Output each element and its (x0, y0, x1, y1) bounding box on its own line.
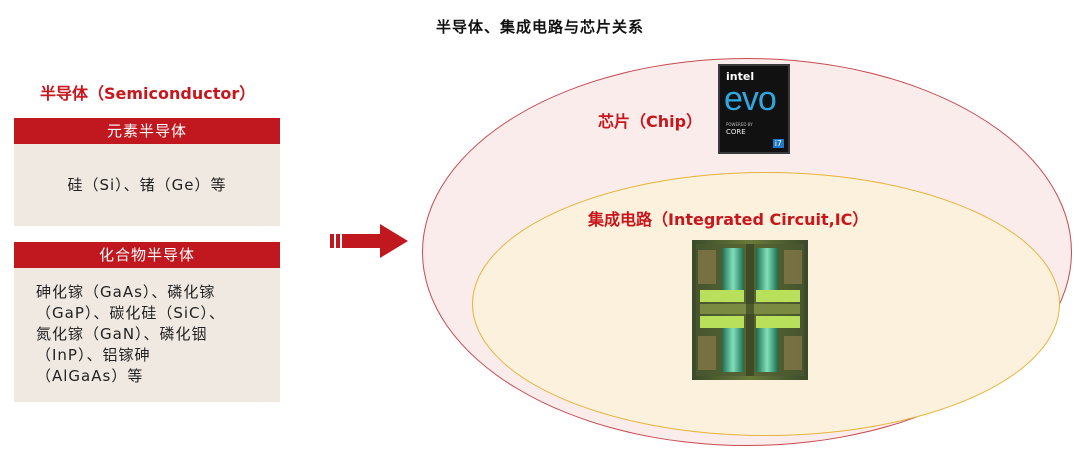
semiconductor-heading: 半导体（Semiconductor） (40, 84, 256, 103)
badge-powered: POWERED BY (726, 122, 753, 127)
badge-product: evo (724, 80, 777, 118)
compound-semiconductor-header: 化合物半导体 (14, 242, 280, 268)
intel-evo-badge: intel evo POWERED BY CORE i7 (718, 64, 790, 154)
chip-label: 芯片（Chip） (598, 112, 703, 131)
right-arrow-icon (330, 224, 408, 258)
elemental-semiconductor-panel: 元素半导体 硅（Si）、锗（Ge）等 (14, 118, 280, 226)
elemental-semiconductor-header: 元素半导体 (14, 118, 280, 144)
badge-brand: intel (726, 70, 755, 83)
elemental-semiconductor-body: 硅（Si）、锗（Ge）等 (67, 176, 227, 194)
compound-semiconductor-body: 砷化镓（GaAs）、磷化镓 （GaP）、碳化硅（SiC）、 氮化镓（GaN）、磷… (14, 268, 280, 387)
compound-line: （InP）、铝镓砷 (36, 346, 151, 364)
compound-semiconductor-panel: 化合物半导体 砷化镓（GaAs）、磷化镓 （GaP）、碳化硅（SiC）、 氮化镓… (14, 242, 280, 402)
ic-label: 集成电路（Integrated Circuit,IC） (588, 210, 869, 229)
compound-line: （GaP）、碳化硅（SiC）、 (36, 304, 226, 322)
compound-line: 氮化镓（GaN）、磷化铟 (36, 325, 208, 343)
compound-line: （AlGaAs）等 (36, 367, 144, 385)
page-title: 半导体、集成电路与芯片关系 (435, 18, 644, 36)
badge-tier: i7 (772, 139, 784, 148)
integrated-circuit-die-image (692, 240, 808, 380)
badge-core: CORE (726, 128, 746, 136)
compound-line: 砷化镓（GaAs）、磷化镓 (36, 283, 216, 301)
